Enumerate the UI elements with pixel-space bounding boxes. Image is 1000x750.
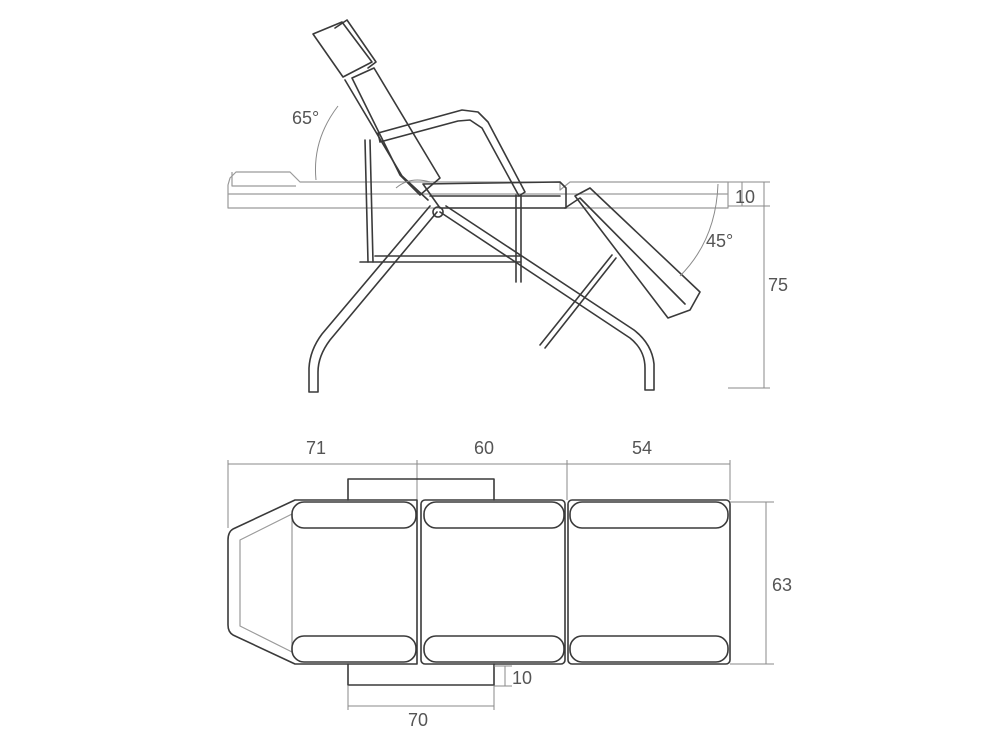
armrest-length-label: 70 <box>408 710 428 730</box>
armrest-width-label: 10 <box>512 668 532 688</box>
head-length-label: 71 <box>306 438 326 458</box>
leg-length-label: 54 <box>632 438 652 458</box>
backrest-angle-label: 65° <box>292 108 319 128</box>
head-section <box>227 499 418 665</box>
side-view: 65° 45° 10 75 <box>227 19 788 393</box>
armrest-side <box>364 109 526 283</box>
total-height-label: 75 <box>768 275 788 295</box>
width-dimension <box>730 501 774 665</box>
armrest-length-dimension <box>347 686 495 710</box>
armrest-width-dimension <box>494 665 512 687</box>
flat-position-ghost <box>227 171 729 209</box>
legrest-side <box>539 187 701 349</box>
angle-indicators <box>315 105 719 277</box>
length-dimensions <box>227 460 731 528</box>
backrest <box>312 19 441 201</box>
frame-legs <box>308 205 655 393</box>
seat-side <box>422 181 567 209</box>
middle-length-label: 60 <box>474 438 494 458</box>
leg-section <box>567 499 731 665</box>
top-view: 71 60 54 <box>227 438 792 730</box>
armrests-top <box>347 478 495 686</box>
legrest-angle-label: 45° <box>706 231 733 251</box>
width-label: 63 <box>772 575 792 595</box>
height-dimensions <box>728 181 770 389</box>
pad-height-label: 10 <box>735 187 755 207</box>
seat-section <box>420 499 566 665</box>
